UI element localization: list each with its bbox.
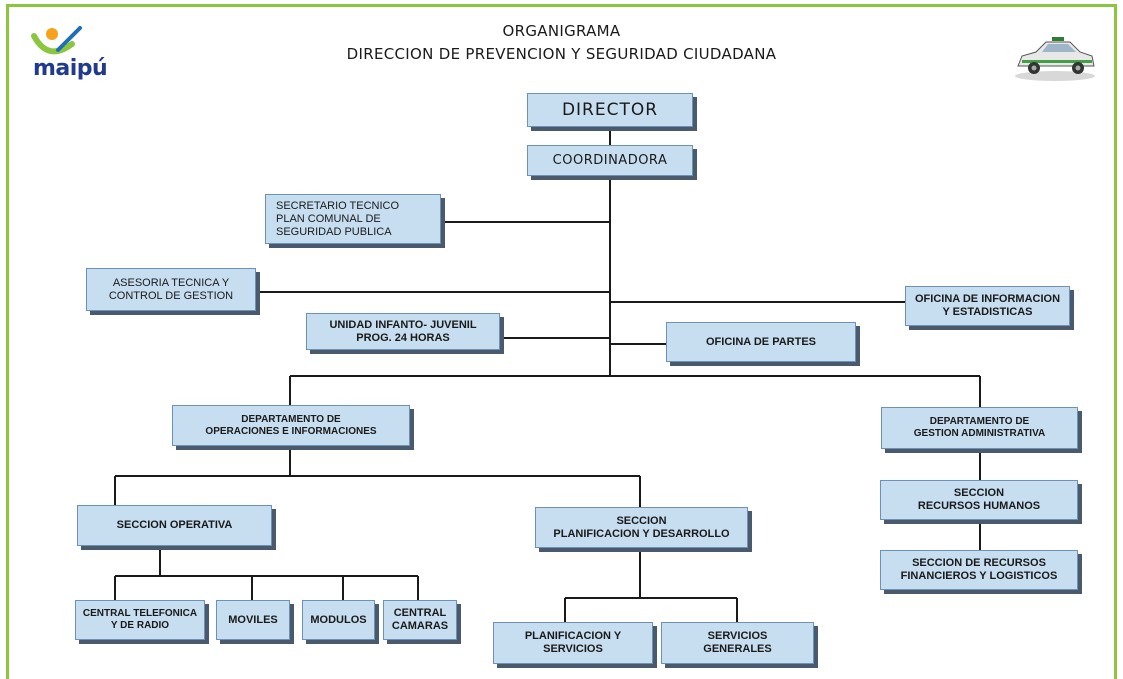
node-seccion-planificacion: SECCION PLANIFICACION Y DESARROLLO	[535, 507, 748, 548]
node-central-camaras: CENTRAL CAMARAS	[383, 600, 457, 640]
node-depto-gestion: DEPARTAMENTO DE GESTION ADMINISTRATIVA	[881, 407, 1078, 449]
chart-subtitle: DIRECCION DE PREVENCION Y SEGURIDAD CIUD…	[346, 45, 777, 63]
chart-title: ORGANIGRAMA	[502, 22, 621, 40]
patrol-car-icon	[1015, 37, 1095, 81]
node-modulos: MODULOS	[302, 600, 375, 640]
node-moviles: MOVILES	[216, 600, 290, 640]
node-central-telefonica: CENTRAL TELEFONICA Y DE RADIO	[75, 600, 205, 640]
node-director: DIRECTOR	[527, 93, 693, 127]
node-unidad-infanto-juvenil: UNIDAD INFANTO- JUVENIL PROG. 24 HORAS	[306, 313, 500, 350]
node-seccion-operativa: SECCION OPERATIVA	[77, 505, 272, 546]
maipu-logo-icon	[31, 26, 82, 55]
node-seccion-financieros: SECCION DE RECURSOS FINANCIEROS Y LOGIST…	[880, 550, 1078, 590]
node-secretario-tecnico: SECRETARIO TECNICO PLAN COMUNAL DE SEGUR…	[265, 194, 441, 244]
node-coordinadora: COORDINADORA	[527, 145, 693, 176]
node-planificacion-servicios: PLANIFICACION Y SERVICIOS	[493, 622, 653, 664]
node-oficina-informacion: OFICINA DE INFORMACION Y ESTADISTICAS	[905, 286, 1070, 326]
node-oficina-partes: OFICINA DE PARTES	[666, 322, 856, 362]
node-seccion-rrhh: SECCION RECURSOS HUMANOS	[880, 480, 1078, 520]
node-asesoria-tecnica: ASESORIA TECNICA Y CONTROL DE GESTION	[86, 268, 256, 311]
logo-text: maipú	[33, 56, 108, 81]
node-depto-operaciones: DEPARTAMENTO DE OPERACIONES E INFORMACIO…	[172, 405, 410, 446]
node-servicios-generales: SERVICIOS GENERALES	[661, 622, 814, 664]
